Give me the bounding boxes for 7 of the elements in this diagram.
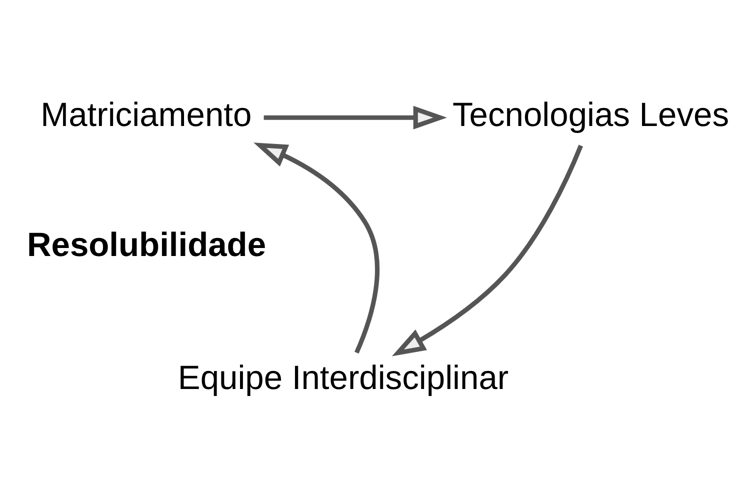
arrow — [254, 142, 380, 354]
node-text: Matriciamento — [40, 97, 252, 134]
node-text: Tecnologias Leves — [452, 97, 730, 134]
label: Resolubilidade — [26, 227, 266, 264]
arrow — [392, 144, 583, 356]
node-text: Equipe Interdisciplinar — [178, 360, 509, 397]
arrow — [264, 106, 447, 130]
